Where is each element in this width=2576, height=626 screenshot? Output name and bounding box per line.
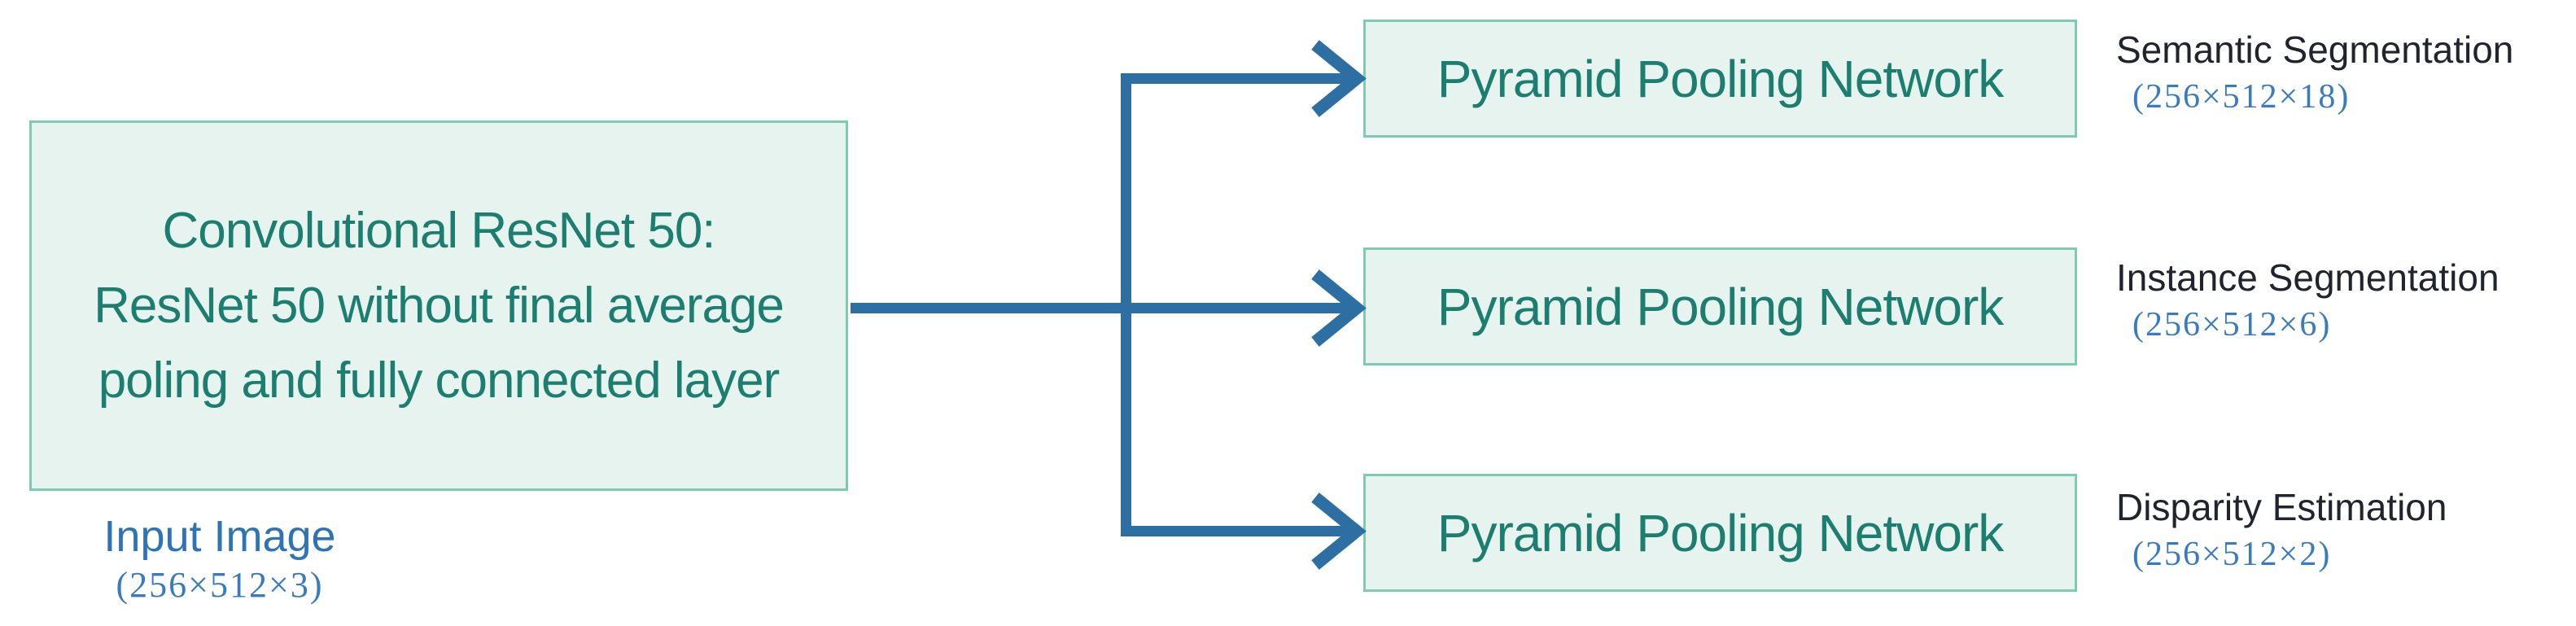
output-label-instance-segmentation: Instance Segmentation (256×512×6) [2116,254,2576,345]
arrowhead-top-icon [1311,40,1367,117]
output-dims-1: (256×512×18) [2132,78,2351,116]
backbone-box-text: Convolutional ResNet 50: ResNet 50 witho… [94,194,785,418]
output-dims-2: (256×512×6) [2132,306,2332,344]
backbone-line-2: ResNet 50 without final average [94,277,785,334]
pyramid-pooling-box-1: Pyramid Pooling Network [1363,20,2077,138]
arrowhead-bottom-icon [1311,492,1367,570]
output-title-1: Semantic Segmentation [2116,28,2514,71]
pyramid-pooling-box-3: Pyramid Pooling Network [1363,474,2077,592]
backbone-box: Convolutional ResNet 50: ResNet 50 witho… [29,120,848,491]
output-label-semantic-segmentation: Semantic Segmentation (256×512×18) [2116,26,2576,117]
output-title-3: Disparity Estimation [2116,486,2447,528]
input-image-label: Input Image (256×512×3) [49,511,391,606]
pyramid-pooling-box-2-label: Pyramid Pooling Network [1437,277,2004,336]
output-label-disparity-estimation: Disparity Estimation (256×512×2) [2116,484,2576,575]
output-title-2: Instance Segmentation [2116,256,2499,299]
arrowhead-middle-icon [1311,269,1367,347]
pyramid-pooling-box-3-label: Pyramid Pooling Network [1437,503,2004,563]
backbone-line-3: poling and fully connected layer [98,352,781,409]
backbone-line-1: Convolutional ResNet 50: [162,202,715,259]
input-image-dims: (256×512×3) [116,565,324,605]
input-image-title: Input Image [103,512,336,561]
output-dims-3: (256×512×2) [2132,536,2332,573]
pyramid-pooling-box-1-label: Pyramid Pooling Network [1437,49,2004,108]
pyramid-pooling-box-2: Pyramid Pooling Network [1363,247,2077,366]
